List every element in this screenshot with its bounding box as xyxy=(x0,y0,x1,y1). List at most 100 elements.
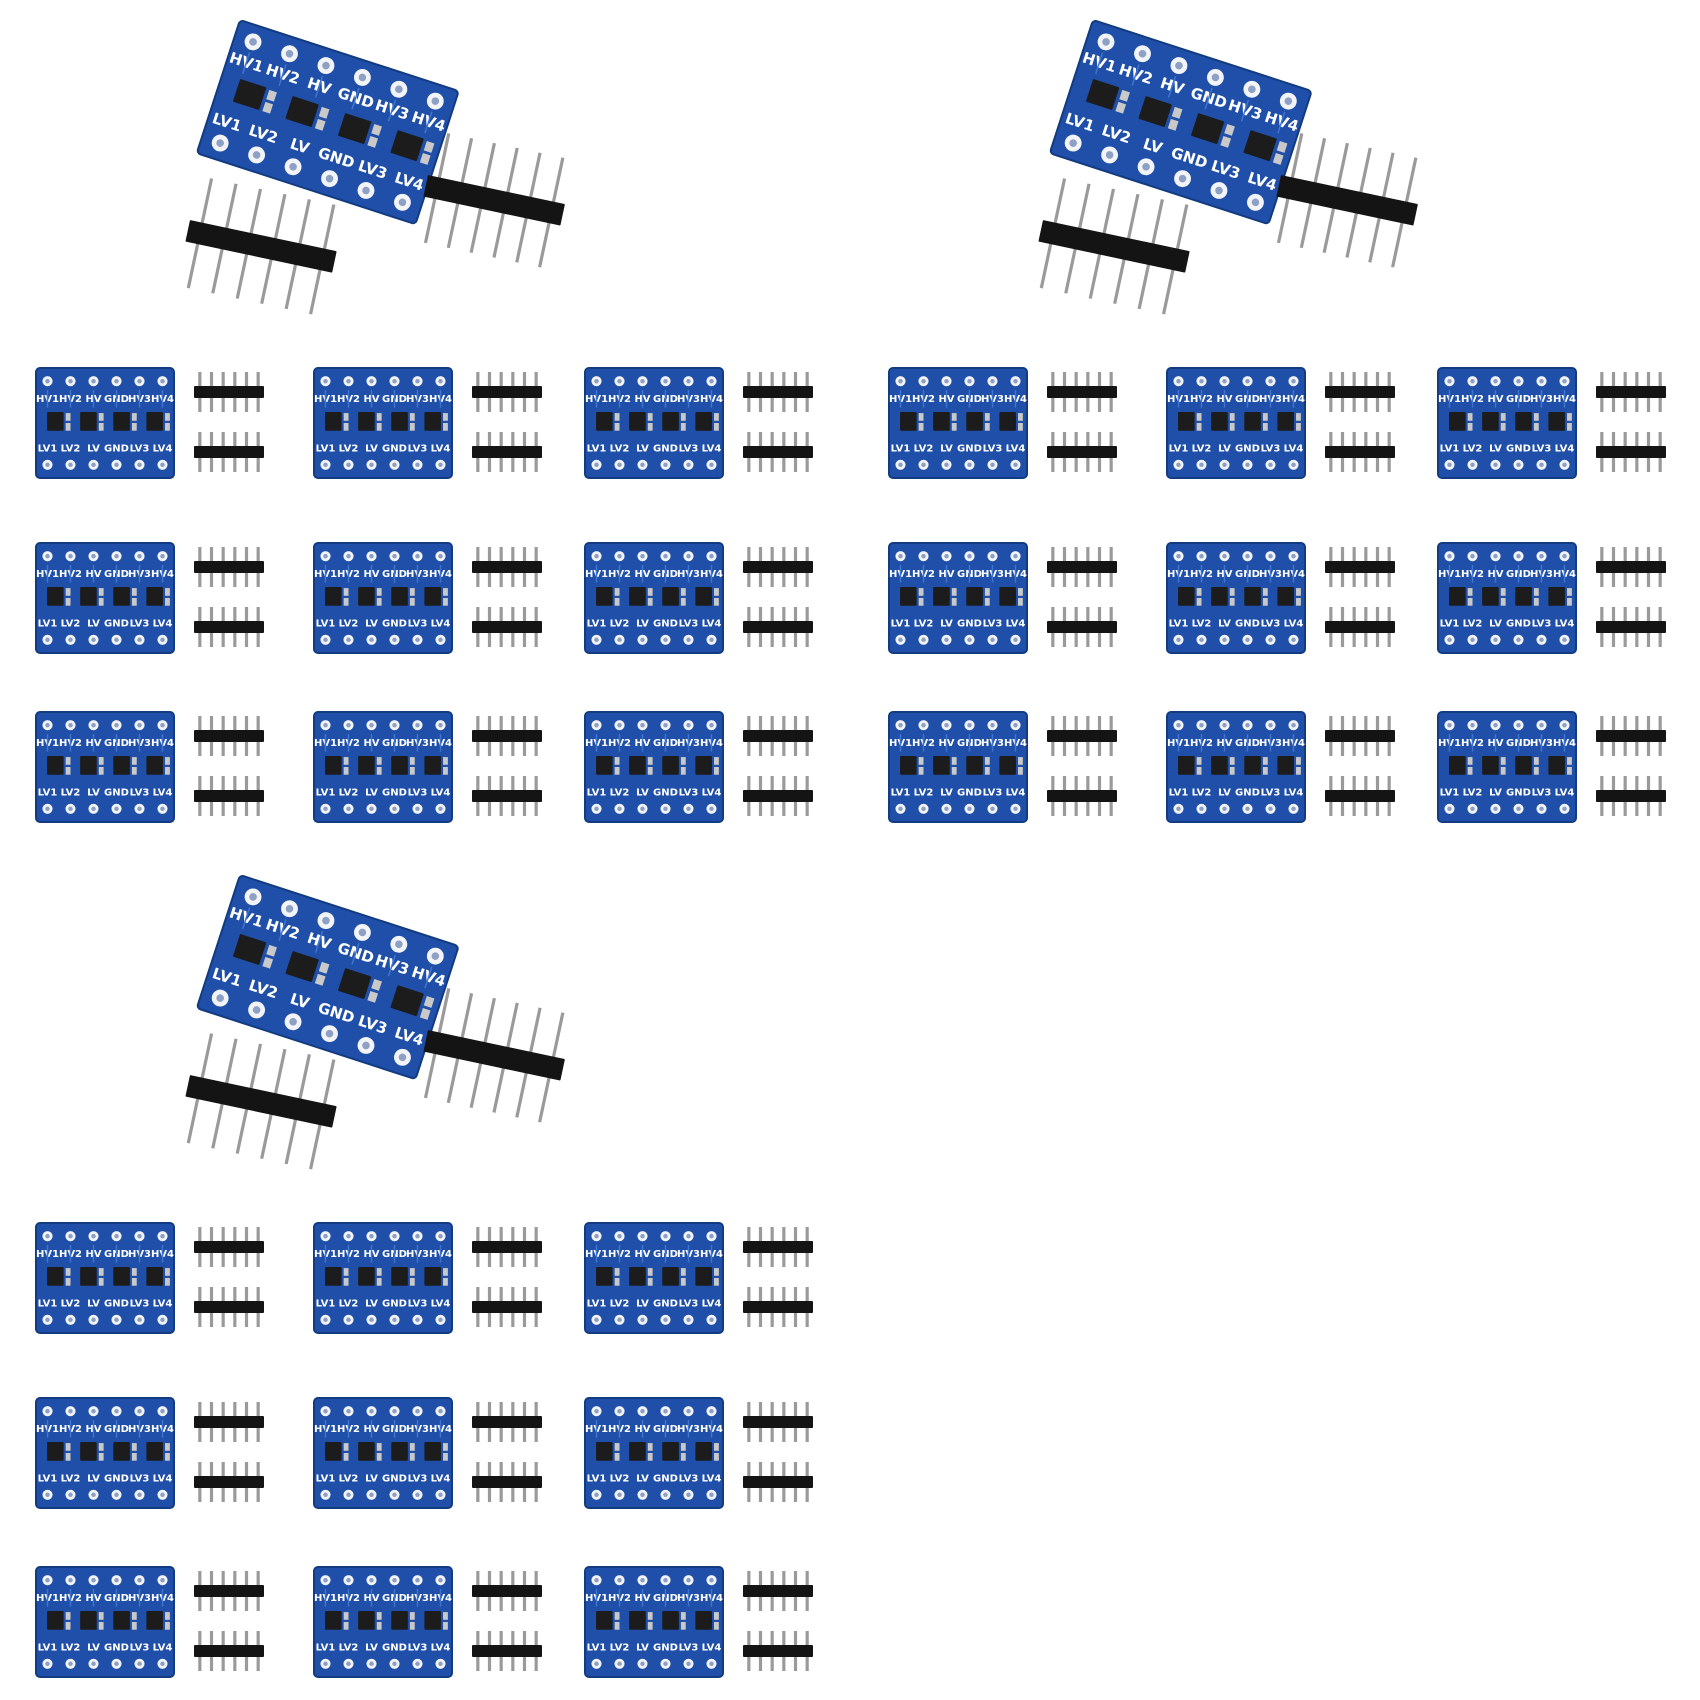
small-module-set: HV1LV1HV2LV2HVLVGNDGNDHV3LV3HV4LV4 xyxy=(584,711,813,823)
pad-hole xyxy=(114,1408,119,1414)
pad-hole xyxy=(346,637,351,643)
smd-resistor xyxy=(714,588,719,596)
pin-header xyxy=(1325,716,1395,756)
smd-resistor xyxy=(1262,588,1268,596)
smd-resistor xyxy=(98,413,104,421)
header-plastic xyxy=(194,1241,264,1253)
pad-hole xyxy=(160,1233,165,1239)
pin-header xyxy=(194,1402,264,1442)
pin-label-bottom: LV3 xyxy=(408,1643,428,1654)
pad-hole xyxy=(1176,637,1181,643)
mosfet-chip xyxy=(325,1442,342,1461)
pad-hole xyxy=(137,1661,142,1667)
pad-hole xyxy=(346,378,351,384)
mosfet-chip xyxy=(662,1267,679,1286)
smd-resistor xyxy=(1467,588,1473,596)
mosfet-chip xyxy=(146,1611,163,1630)
pad-hole xyxy=(137,1492,142,1498)
smd-resistor xyxy=(409,1622,415,1630)
smd-resistor xyxy=(131,767,137,775)
pad-hole xyxy=(438,722,443,728)
mosfet-chip xyxy=(1449,587,1466,606)
mosfet-chip xyxy=(1449,756,1466,775)
pad-hole xyxy=(438,1661,443,1667)
pad-hole xyxy=(114,806,119,812)
small-module-set: HV1LV1HV2LV2HVLVGNDGNDHV3LV3HV4LV4 xyxy=(1166,542,1395,654)
pad-hole xyxy=(438,1408,443,1414)
pad-hole xyxy=(1447,553,1452,559)
pad-hole xyxy=(1493,462,1498,468)
smd-resistor xyxy=(98,588,104,596)
pin-label-bottom: LV3 xyxy=(130,444,150,455)
pad-hole xyxy=(358,73,367,82)
header-plastic xyxy=(1325,446,1395,458)
pad-hole xyxy=(1539,378,1544,384)
pin-header xyxy=(472,607,542,647)
pad-hole xyxy=(640,1577,645,1583)
pin-label-bottom: LV1 xyxy=(891,788,911,799)
pad-hole xyxy=(114,1492,119,1498)
large-module-set: HV1LV1HV2LV2HVLVGNDGNDHV3LV3HV4LV4 xyxy=(185,875,565,1170)
level-shifter-board: HV1LV1HV2LV2HVLVGNDGNDHV3LV3HV4LV4 xyxy=(888,711,1028,823)
pad-hole xyxy=(137,806,142,812)
pad-hole xyxy=(249,893,257,901)
pin-label-bottom: LV xyxy=(636,1474,649,1485)
pin-header xyxy=(1325,372,1395,412)
pad-hole xyxy=(709,722,714,728)
pad-hole xyxy=(990,462,995,468)
header-plastic xyxy=(1596,790,1666,802)
smd-resistor xyxy=(680,1612,686,1620)
pcb xyxy=(196,20,459,225)
pad-hole xyxy=(709,462,714,468)
header-plastic xyxy=(1596,386,1666,398)
pad-hole xyxy=(663,1317,668,1323)
pad-hole xyxy=(431,97,440,105)
smd-resistor xyxy=(314,973,326,986)
pad-hole xyxy=(1493,637,1498,643)
pad-hole xyxy=(137,722,142,728)
pin-label-bottom: LV xyxy=(940,619,953,630)
pad-hole xyxy=(1516,722,1521,728)
pad-hole xyxy=(594,1577,599,1583)
pad-hole xyxy=(709,1317,714,1323)
smd-resistor xyxy=(647,1612,653,1620)
smd-resistor xyxy=(1229,413,1235,421)
pad-hole xyxy=(91,1408,96,1414)
pad-hole xyxy=(438,806,443,812)
smd-resistor xyxy=(614,1443,620,1451)
mosfet-chip xyxy=(966,587,983,606)
pad-hole xyxy=(68,1408,73,1414)
pad-hole xyxy=(91,1317,96,1323)
pad-hole xyxy=(967,637,972,643)
smd-resistor xyxy=(98,1622,104,1630)
level-shifter-board: HV1LV1HV2LV2HVLVGNDGNDHV3LV3HV4LV4 xyxy=(584,1566,724,1678)
smd-resistor xyxy=(318,106,330,119)
pad-hole xyxy=(68,553,73,559)
pad-hole xyxy=(967,553,972,559)
pad-hole xyxy=(663,1408,668,1414)
smd-resistor xyxy=(266,944,277,957)
smd-resistor xyxy=(1229,423,1235,431)
pcb-trace xyxy=(387,99,397,122)
pad-hole xyxy=(967,462,972,468)
pad-hole xyxy=(68,1317,73,1323)
mosfet-chip xyxy=(47,587,64,606)
pin-label-bottom: LV xyxy=(365,619,378,630)
smd-resistor xyxy=(443,1443,448,1451)
pin-label-bottom: LV2 xyxy=(61,1643,81,1654)
smd-resistor xyxy=(1467,767,1473,775)
pad-hole xyxy=(1199,806,1204,812)
smd-resistor xyxy=(343,413,349,421)
pad-hole xyxy=(709,1661,714,1667)
smd-resistor xyxy=(647,423,653,431)
pin-header xyxy=(743,1571,813,1611)
mosfet-chip xyxy=(358,756,375,775)
pad-hole xyxy=(1138,49,1147,58)
pin-label-bottom: LV2 xyxy=(339,788,359,799)
smd-resistor xyxy=(1567,767,1572,775)
smd-resistor xyxy=(918,757,924,765)
pad-hole xyxy=(415,637,420,643)
level-shifter-board: HV1LV1HV2LV2HVLVGNDGNDHV3LV3HV4LV4 xyxy=(1437,542,1577,654)
mosfet-chip xyxy=(933,756,950,775)
pin-label-bottom: GND xyxy=(382,788,407,799)
